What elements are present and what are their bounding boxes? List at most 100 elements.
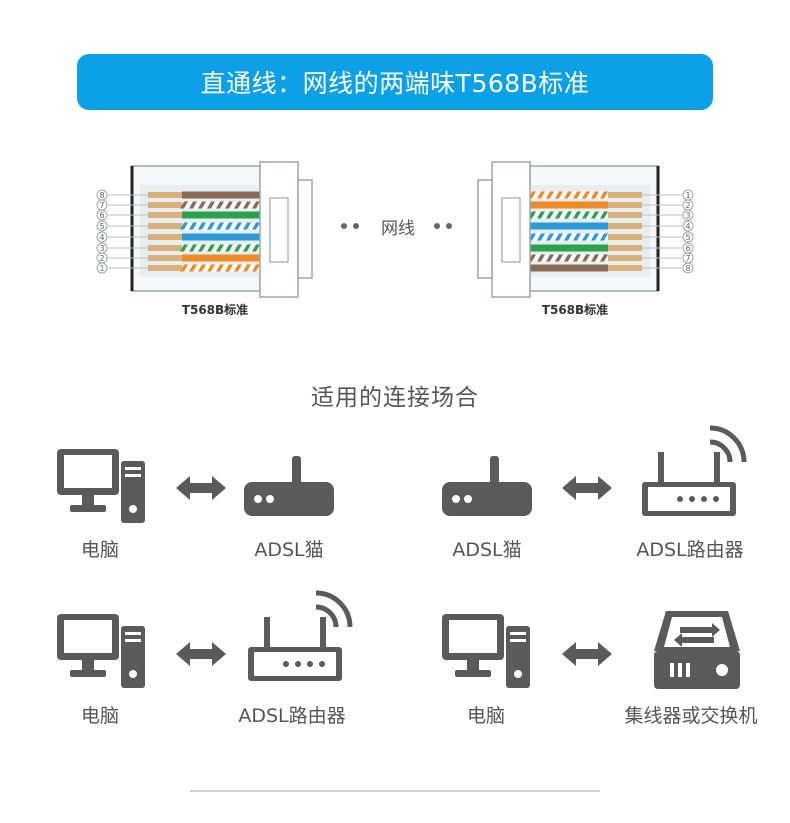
- pin-number: 2: [685, 201, 690, 210]
- wire-stripe: [251, 244, 261, 252]
- pin-number-badge: [96, 231, 108, 243]
- wire-stripe: [545, 254, 555, 262]
- right-connector-label: T568B标准: [541, 303, 609, 317]
- pin-number: 4: [685, 222, 690, 231]
- wire-stripe: [599, 211, 609, 219]
- gold-pin-contact: [608, 202, 642, 208]
- pin-number: 7: [685, 254, 690, 263]
- wire-stripe: [206, 201, 216, 209]
- wire-stripe: [188, 201, 198, 209]
- wire-stripe: [251, 222, 261, 230]
- wire-conductor: [530, 264, 608, 272]
- wire-stripe: [563, 233, 573, 241]
- gold-pin-contact: [608, 234, 642, 240]
- pin-number: 7: [99, 201, 104, 210]
- pin-number-badge: [96, 262, 108, 274]
- gold-pin-contact: [608, 265, 642, 271]
- computer-icon: [55, 447, 147, 525]
- wire-conductor: [182, 211, 260, 219]
- wire-stripe: [554, 254, 564, 262]
- wire-stripe: [545, 191, 555, 199]
- wire-stripe: [224, 201, 234, 209]
- wire-stripe: [536, 191, 546, 199]
- hub-switch-icon: [652, 607, 742, 691]
- wire-conductor: [182, 254, 260, 262]
- wire-stripe: [590, 211, 600, 219]
- wire-stripe: [242, 201, 252, 209]
- wire-stripe: [206, 264, 216, 272]
- wire-stripe: [563, 254, 573, 262]
- double-arrow-icon: [176, 476, 226, 504]
- computer-icon: [55, 612, 147, 690]
- gold-pin-contact: [608, 212, 642, 218]
- pin-number: 6: [99, 211, 104, 220]
- wire-stripe: [545, 211, 555, 219]
- row1-left-caption: 电脑: [80, 539, 119, 561]
- gold-pin-contact: [608, 192, 642, 198]
- wire-conductor: [530, 222, 608, 230]
- row2-right-caption: ADSL路由器: [238, 705, 346, 727]
- wire-stripe: [581, 254, 591, 262]
- gold-pin-contact: [148, 212, 182, 218]
- wire-conductor: [530, 201, 608, 209]
- wire-stripe: [197, 244, 207, 252]
- double-arrow-icon: [562, 476, 612, 504]
- wifi-router-icon: [640, 420, 750, 518]
- wire-stripe: [581, 211, 591, 219]
- cable-label-group: [341, 223, 452, 229]
- row2-left-caption: 电脑: [80, 705, 119, 727]
- wire-stripe: [251, 201, 261, 209]
- wifi-router-icon: [246, 585, 356, 683]
- gold-pin-contact: [608, 245, 642, 251]
- wire-stripe: [188, 244, 198, 252]
- wire-stripe: [554, 233, 564, 241]
- pin-number: 5: [99, 222, 104, 231]
- row1-right-right-caption: ADSL路由器: [636, 539, 744, 561]
- wire-stripe: [197, 201, 207, 209]
- pin-number: 4: [99, 233, 104, 242]
- wire-stripe: [224, 222, 234, 230]
- section-title: 适用的连接场合: [311, 385, 479, 411]
- wire-stripe: [188, 222, 198, 230]
- gold-pin-contact: [148, 234, 182, 240]
- footer-divider: [190, 790, 600, 792]
- gold-pin-contact: [148, 245, 182, 251]
- wire-stripe: [215, 201, 225, 209]
- banner-title: 直通线：网线的两端味T568B标准: [200, 69, 590, 98]
- wire-stripe: [572, 254, 582, 262]
- wire-stripe: [536, 233, 546, 241]
- wire-stripe: [224, 244, 234, 252]
- pin-number: 8: [99, 191, 104, 200]
- pin-number-badge: [96, 220, 108, 232]
- wire-stripe: [554, 191, 564, 199]
- wire-stripe: [590, 233, 600, 241]
- wire-stripe: [581, 191, 591, 199]
- pin-number-badge: [682, 231, 694, 243]
- gold-pin-contact: [148, 223, 182, 229]
- gold-pin-contact: [148, 202, 182, 208]
- double-arrow-icon: [176, 642, 226, 670]
- wire-stripe: [590, 254, 600, 262]
- gold-pin-contact: [608, 223, 642, 229]
- gold-pin-contact: [608, 255, 642, 261]
- wire-stripe: [206, 244, 216, 252]
- row1-right-left-caption: ADSL猫: [452, 539, 522, 561]
- wire-stripe: [536, 211, 546, 219]
- wire-stripe: [572, 191, 582, 199]
- pin-number-badge: [682, 220, 694, 232]
- wire-stripe: [599, 191, 609, 199]
- double-arrow-icon: [562, 642, 612, 670]
- pin-number: 3: [685, 211, 690, 220]
- wire-stripe: [233, 264, 243, 272]
- wire-conductor: [530, 244, 608, 252]
- wire-stripe: [599, 233, 609, 241]
- wire-stripe: [581, 233, 591, 241]
- wire-stripe: [251, 264, 261, 272]
- wire-stripe: [554, 211, 564, 219]
- wire-stripe: [197, 264, 207, 272]
- gold-pin-contact: [148, 255, 182, 261]
- pin-number: 8: [685, 264, 690, 273]
- wire-stripe: [215, 244, 225, 252]
